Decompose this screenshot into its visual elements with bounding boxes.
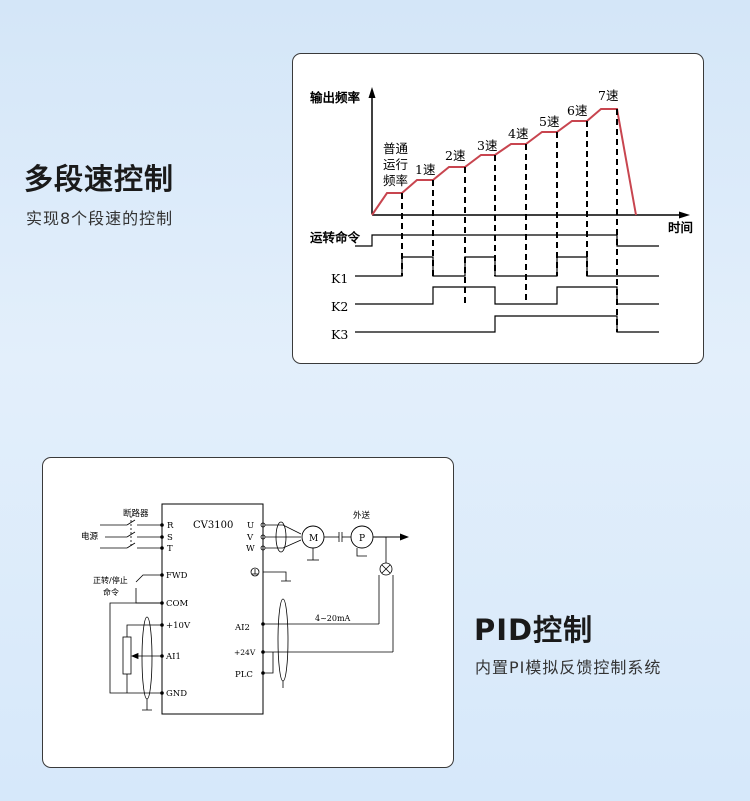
multi-speed-diagram: 输出频率 时间 普通 运行 频率 1速 2速 3速 4速 5速 6速 7速 运转… xyxy=(310,87,693,342)
v24-terminal: +24V xyxy=(234,648,256,657)
pump-label: P xyxy=(359,534,365,544)
terminal-u: U xyxy=(247,521,254,531)
terminal-v: V xyxy=(246,533,254,543)
k2-label: K2 xyxy=(331,299,348,314)
terminal-t: T xyxy=(167,544,173,554)
breaker-label: 断路器 xyxy=(123,508,149,519)
run-command-signal xyxy=(355,234,659,247)
k3-signal xyxy=(355,315,659,333)
speed-label-6: 6速 xyxy=(567,103,588,118)
section1-subtitle: 实现8个段速的控制 xyxy=(26,209,174,228)
section2-title: PID控制 xyxy=(474,613,594,647)
terminal-r: R xyxy=(167,521,174,531)
y-axis-arrow xyxy=(368,87,376,98)
multi-speed-card: 输出频率 时间 普通 运行 频率 1速 2速 3速 4速 5速 6速 7速 运转… xyxy=(292,53,704,364)
ground-terminal-icon xyxy=(250,567,260,577)
run-command-label: 运转命令 xyxy=(310,230,361,245)
initial-label-line2: 运行 xyxy=(383,157,408,172)
inverter-model: CV3100 xyxy=(193,520,233,531)
k1-label: K1 xyxy=(331,271,348,286)
x-axis-arrow xyxy=(679,211,690,219)
transition-lines xyxy=(401,109,618,332)
initial-label-line3: 频率 xyxy=(383,173,408,188)
speed-label-4: 4速 xyxy=(508,126,529,141)
terminal-w: W xyxy=(246,544,255,554)
pid-wiring-diagram: CV3100 断路器 电源 R S T U V W M xyxy=(81,503,409,715)
pressure-sensor xyxy=(379,562,393,576)
ai1-terminal: AI1 xyxy=(165,652,181,662)
power-label: 电源 xyxy=(81,531,99,542)
power-lines xyxy=(100,516,162,549)
k3-label: K3 xyxy=(331,327,348,342)
outlet-label: 外送 xyxy=(353,510,371,521)
x-axis-label: 时间 xyxy=(668,220,693,235)
inverter-box xyxy=(161,503,264,715)
com-terminal: COM xyxy=(166,599,188,609)
plc-terminal: PLC xyxy=(235,670,253,680)
fwd-terminal: FWD xyxy=(166,571,188,581)
k1-signal xyxy=(355,256,659,277)
cmd-label-line2: 命令 xyxy=(103,587,119,597)
speed-label-3: 3速 xyxy=(477,138,498,153)
current-label: 4~20mA xyxy=(315,614,351,623)
cmd-label-line1: 正转/停止 xyxy=(93,575,128,585)
motor-label: M xyxy=(309,534,318,544)
section2-subtitle: 内置PI模拟反馈控制系统 xyxy=(475,658,662,677)
v10-terminal: +10V xyxy=(166,621,191,631)
terminal-s: S xyxy=(167,533,173,543)
section1-title: 多段速控制 xyxy=(24,162,175,196)
y-axis-label: 输出频率 xyxy=(310,90,361,105)
pid-wiring-card: CV3100 断路器 电源 R S T U V W M xyxy=(42,457,454,768)
speed-curve xyxy=(371,108,637,216)
speed-label-2: 2速 xyxy=(445,148,466,163)
k2-signal xyxy=(355,286,659,305)
ai2-terminal: AI2 xyxy=(234,623,250,633)
speed-label-1: 1速 xyxy=(415,162,436,177)
speed-label-5: 5速 xyxy=(539,114,560,129)
initial-label-line1: 普通 xyxy=(383,141,409,156)
speed-label-7: 7速 xyxy=(598,88,619,103)
gnd-terminal: GND xyxy=(166,689,187,699)
